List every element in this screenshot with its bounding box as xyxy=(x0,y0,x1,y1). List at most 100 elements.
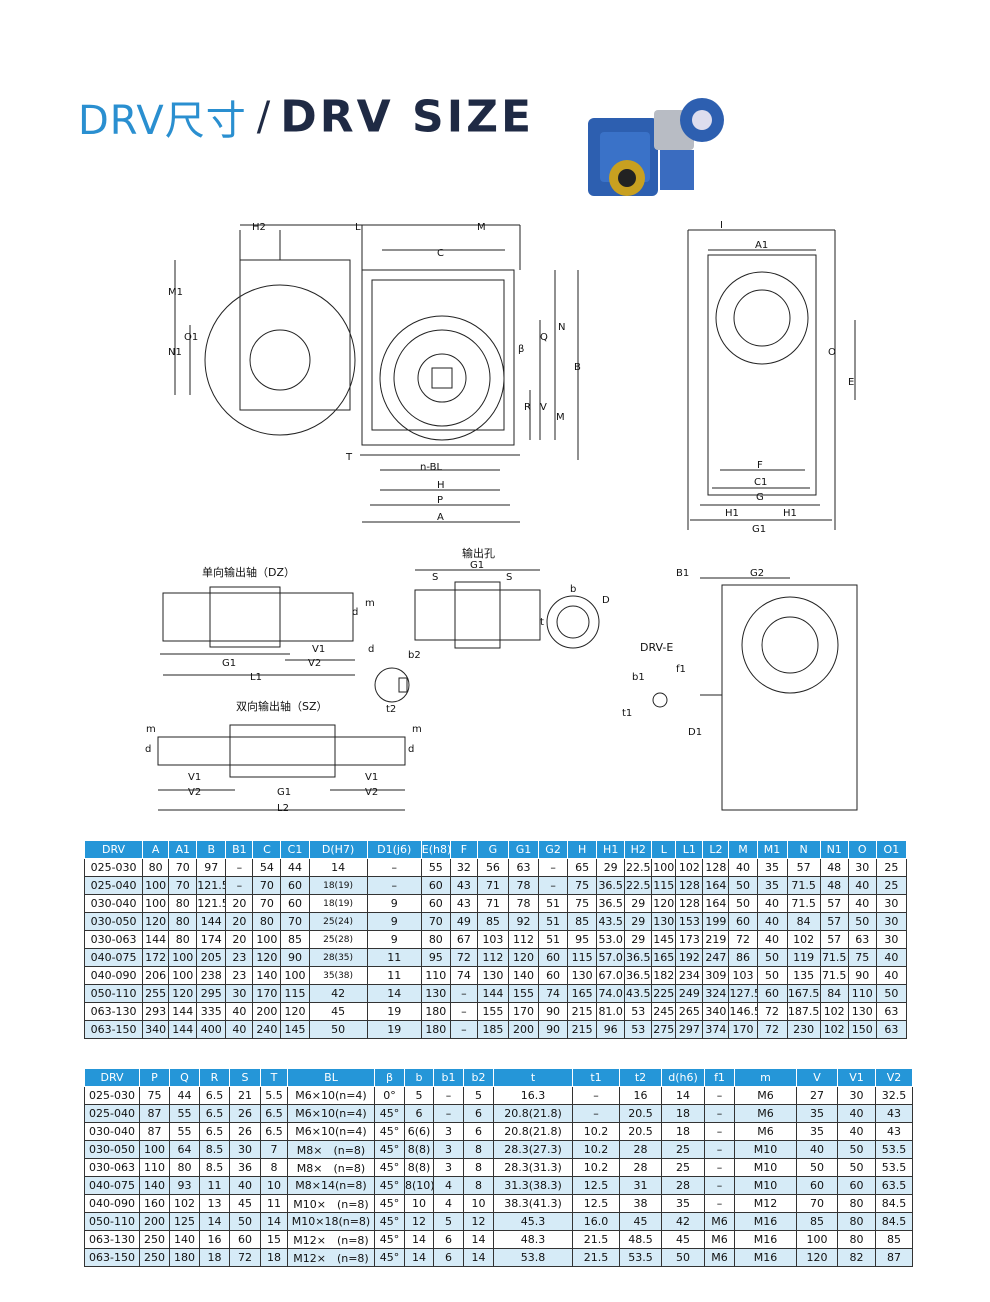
table-cell: 10 xyxy=(463,1194,494,1213)
table-cell: 025-030 xyxy=(84,1086,140,1105)
table-cell: 75 xyxy=(567,876,598,895)
table-cell: 144 xyxy=(168,1002,198,1021)
table-cell: 121.5 xyxy=(196,894,227,913)
table-cell: – xyxy=(704,1176,735,1195)
table-cell: 60 xyxy=(538,948,569,967)
column-header: L xyxy=(651,840,677,859)
table-cell: 50 xyxy=(728,894,758,913)
table-cell: 80 xyxy=(168,912,198,931)
table-cell: 74 xyxy=(449,966,478,985)
table-cell: 70 xyxy=(168,876,198,895)
dim-label: O1 xyxy=(184,332,198,343)
table-cell: 170 xyxy=(728,1020,758,1039)
table-cell: 145 xyxy=(280,1020,310,1039)
table-cell: 255 xyxy=(142,984,170,1003)
table-cell: 50 xyxy=(728,876,758,895)
table-cell: 60 xyxy=(538,966,569,985)
table-cell: M6 xyxy=(734,1086,797,1105)
table-cell: 120 xyxy=(142,912,170,931)
table-cell: M10×18(n=8) xyxy=(287,1212,375,1231)
table-cell: 40 xyxy=(225,1020,254,1039)
table-cell: 30 xyxy=(847,858,877,877)
table-cell: 60 xyxy=(229,1230,261,1249)
dim-label: B xyxy=(574,362,581,373)
column-header: DRV xyxy=(84,1068,140,1087)
table-cell: 8(10) xyxy=(404,1176,434,1195)
column-header: b1 xyxy=(433,1068,464,1087)
table-cell: 155 xyxy=(476,1002,509,1021)
table-cell: 173 xyxy=(675,930,704,949)
table-cell: 80 xyxy=(837,1194,876,1213)
table-cell: 78 xyxy=(507,894,540,913)
table-cell: 219 xyxy=(702,930,730,949)
table-cell: 247 xyxy=(702,948,730,967)
table-cell: 265 xyxy=(675,1002,704,1021)
table-cell: 340 xyxy=(142,1020,170,1039)
dim-label: d xyxy=(368,644,374,655)
table-cell: 72 xyxy=(449,948,478,967)
column-header: D1(j6) xyxy=(366,840,422,859)
table-cell: 40 xyxy=(225,1002,254,1021)
table-cell: 81.0 xyxy=(596,1002,626,1021)
table-cell: 164 xyxy=(702,876,730,895)
table-cell: 60 xyxy=(756,984,788,1003)
table-cell: 121.5 xyxy=(196,876,227,895)
table-cell: 5 xyxy=(463,1086,494,1105)
table-cell: 15 xyxy=(260,1230,288,1249)
dim-label: G xyxy=(756,492,764,503)
table-cell: 30 xyxy=(225,984,254,1003)
table-cell: – xyxy=(704,1104,735,1123)
table-cell: 87 xyxy=(875,1248,913,1267)
dim-label: d xyxy=(352,607,358,618)
table-cell: 48 xyxy=(819,876,849,895)
table-cell: 72 xyxy=(756,1002,788,1021)
table-cell: 18 xyxy=(199,1248,230,1267)
table-cell: 8 xyxy=(463,1158,494,1177)
table-cell: 25 xyxy=(661,1140,705,1159)
table-cell: 8.5 xyxy=(199,1158,230,1177)
table-cell: 025-040 xyxy=(83,876,144,895)
table-cell: 295 xyxy=(196,984,227,1003)
table-cell: 30 xyxy=(875,930,908,949)
table-cell: 120 xyxy=(796,1248,838,1267)
table-cell: 35 xyxy=(756,876,788,895)
dim-label: P xyxy=(437,495,443,506)
table-cell: 167.5 xyxy=(786,984,821,1003)
table-cell: 50 xyxy=(229,1212,261,1231)
table-cell: 95 xyxy=(420,948,451,967)
table-cell: M6 xyxy=(704,1248,735,1267)
table-cell: 160 xyxy=(139,1194,170,1213)
table-cell: 27 xyxy=(796,1086,838,1105)
table-cell: 102 xyxy=(819,1020,849,1039)
table-cell: 100 xyxy=(142,894,170,913)
table-cell: 135 xyxy=(786,966,821,985)
table-cell: 63 xyxy=(507,858,540,877)
table-cell: 85 xyxy=(567,912,598,931)
table-cell: 130 xyxy=(567,966,598,985)
dim-label: n-BL xyxy=(420,462,442,473)
table-cell: 18 xyxy=(661,1104,705,1123)
dim-label: N1 xyxy=(168,347,182,358)
table-cell: 144 xyxy=(196,912,227,931)
table-cell: 050-110 xyxy=(84,1212,140,1231)
dim-label: A1 xyxy=(755,240,768,251)
table-cell: 5 xyxy=(404,1086,434,1105)
table-cell: 324 xyxy=(702,984,730,1003)
table-cell: 14 xyxy=(260,1212,288,1231)
table-cell: 35 xyxy=(796,1104,838,1123)
table-cell: 144 xyxy=(476,984,509,1003)
table-cell: 71 xyxy=(476,876,509,895)
dim-label: H2 xyxy=(252,222,266,233)
table-cell: 8 xyxy=(463,1176,494,1195)
column-header: M xyxy=(728,840,758,859)
table-cell: 146.5 xyxy=(728,1002,758,1021)
table-cell: 102 xyxy=(675,858,704,877)
